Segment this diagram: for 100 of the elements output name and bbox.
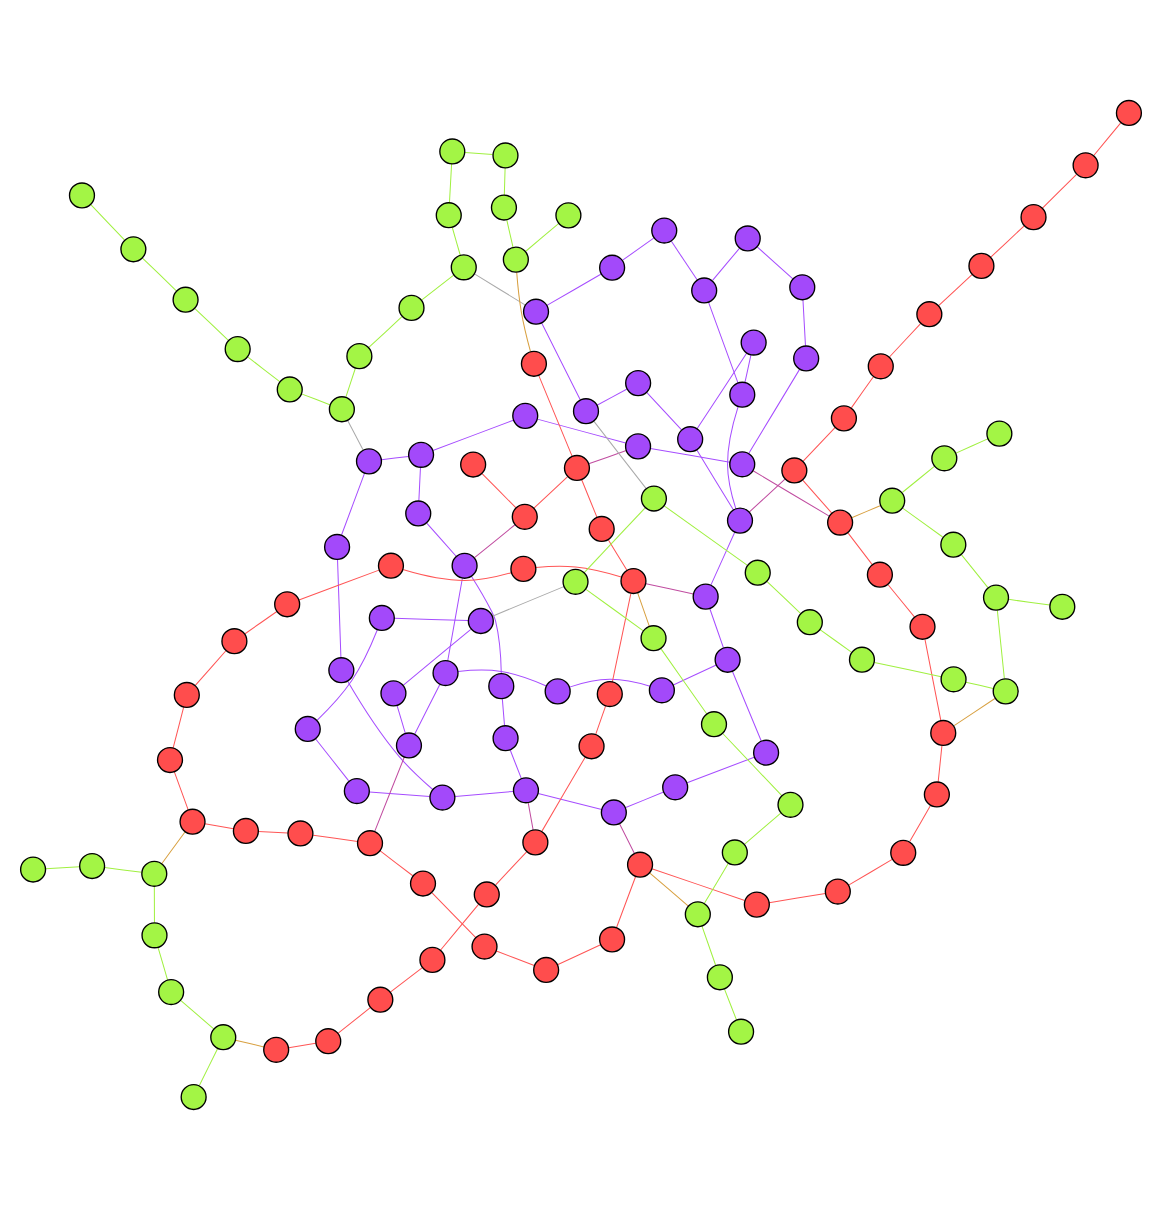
node-circle bbox=[744, 559, 771, 586]
node-circle bbox=[624, 433, 652, 460]
connector bbox=[426, 522, 457, 557]
connector bbox=[481, 473, 517, 509]
connector bbox=[198, 1048, 219, 1087]
connector bbox=[722, 733, 783, 797]
connector bbox=[937, 744, 943, 783]
node-circle bbox=[777, 791, 804, 818]
connector bbox=[802, 299, 806, 347]
connector bbox=[447, 577, 463, 662]
connector bbox=[368, 791, 431, 798]
node-circle bbox=[600, 799, 627, 826]
connector bbox=[473, 273, 526, 306]
node-circle bbox=[490, 194, 518, 221]
node-circle bbox=[796, 609, 823, 636]
connector bbox=[501, 698, 506, 727]
connector bbox=[474, 524, 516, 559]
node-circle bbox=[120, 236, 147, 263]
connector bbox=[649, 872, 689, 907]
node-circle bbox=[512, 777, 540, 804]
node-circle bbox=[158, 978, 185, 1006]
connector bbox=[536, 418, 627, 444]
connector bbox=[909, 804, 932, 843]
node-circle bbox=[827, 509, 854, 536]
connector bbox=[887, 584, 916, 618]
connector bbox=[247, 356, 281, 383]
node-circle bbox=[407, 441, 435, 468]
node-circle bbox=[640, 485, 668, 512]
connector bbox=[141, 257, 178, 292]
connector bbox=[670, 240, 698, 281]
node-circle bbox=[714, 646, 741, 673]
connector bbox=[527, 802, 534, 831]
connector bbox=[727, 406, 739, 510]
node-circle bbox=[512, 402, 539, 429]
node-circle bbox=[172, 286, 199, 313]
connector bbox=[847, 532, 873, 566]
connector bbox=[901, 465, 936, 493]
connector bbox=[1093, 122, 1122, 157]
node-circle bbox=[173, 681, 200, 709]
connector bbox=[724, 988, 738, 1021]
node-circle bbox=[276, 376, 303, 403]
connector bbox=[581, 479, 598, 518]
node-circle bbox=[471, 933, 498, 960]
connector bbox=[637, 592, 650, 627]
connector bbox=[768, 893, 826, 904]
node-circle bbox=[328, 396, 355, 423]
connector bbox=[509, 749, 522, 780]
node-circle bbox=[982, 584, 1010, 611]
connector bbox=[90, 204, 125, 241]
connector bbox=[588, 450, 627, 465]
node-circle bbox=[356, 830, 384, 857]
connector bbox=[672, 664, 717, 686]
connector bbox=[448, 163, 453, 204]
connector bbox=[470, 575, 502, 674]
node-circle bbox=[79, 852, 106, 880]
node-circle bbox=[473, 881, 500, 908]
connector bbox=[288, 1042, 317, 1049]
node-circle bbox=[156, 746, 184, 774]
node-circle bbox=[729, 381, 756, 408]
node-circle bbox=[1049, 593, 1076, 620]
connector bbox=[541, 756, 586, 832]
node-circle bbox=[691, 277, 718, 304]
connector bbox=[454, 790, 514, 797]
node-circle bbox=[429, 784, 456, 811]
node-circle bbox=[599, 254, 626, 281]
connector bbox=[495, 950, 535, 966]
node-circle bbox=[651, 217, 678, 244]
node-circle bbox=[830, 405, 858, 432]
node-circle bbox=[502, 246, 529, 273]
connector bbox=[432, 419, 514, 451]
node-circle bbox=[596, 680, 623, 708]
connector bbox=[568, 678, 651, 688]
node-circle bbox=[640, 625, 667, 652]
node-circle bbox=[221, 628, 248, 655]
connector bbox=[153, 885, 155, 923]
connector bbox=[347, 680, 434, 790]
connector bbox=[516, 271, 531, 352]
connector bbox=[955, 438, 989, 454]
node-circle bbox=[867, 353, 894, 380]
connector bbox=[889, 322, 922, 358]
node-circle bbox=[879, 487, 906, 514]
connector bbox=[379, 850, 414, 877]
connector bbox=[368, 316, 403, 349]
node-circle bbox=[620, 567, 647, 595]
node-circle bbox=[684, 901, 711, 928]
node-circle bbox=[625, 370, 652, 397]
node-circle bbox=[451, 552, 478, 579]
connector bbox=[960, 553, 989, 589]
connector bbox=[686, 756, 755, 784]
node-circle bbox=[432, 659, 459, 687]
connector bbox=[161, 831, 186, 864]
node-circle bbox=[343, 777, 370, 805]
node-circle bbox=[346, 343, 373, 370]
node-circle bbox=[563, 454, 591, 482]
node-circle bbox=[522, 829, 549, 856]
node-circle bbox=[395, 732, 423, 759]
node-circle bbox=[677, 426, 704, 453]
node-circle bbox=[368, 604, 395, 632]
connector bbox=[393, 617, 469, 622]
node-circle bbox=[180, 1083, 207, 1111]
